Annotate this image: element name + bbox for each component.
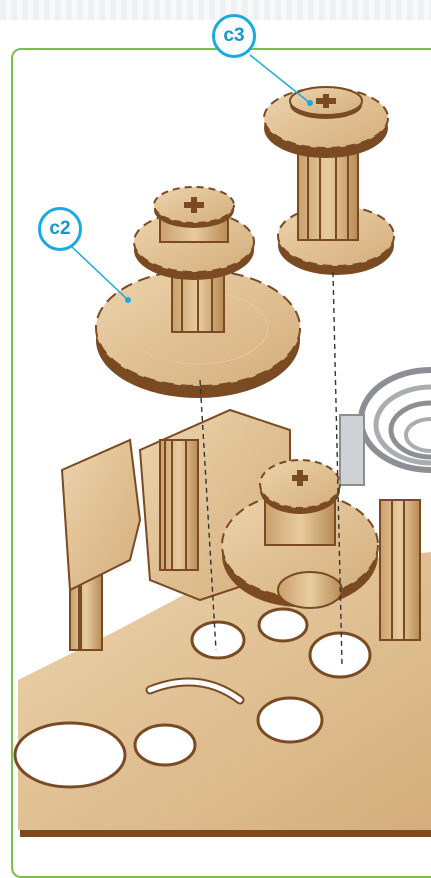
callout-anchor <box>307 100 313 106</box>
callout-label: c2 <box>49 218 70 240</box>
assembly-illustration <box>0 0 431 837</box>
spiral-spring-icon <box>340 370 431 485</box>
gear-icon <box>264 87 394 275</box>
callout-c2: c2 <box>38 207 82 251</box>
callout-anchor <box>125 297 131 303</box>
callout-c3: c3 <box>212 14 256 58</box>
callout-label: c3 <box>223 25 244 47</box>
gear-icon <box>96 187 300 398</box>
